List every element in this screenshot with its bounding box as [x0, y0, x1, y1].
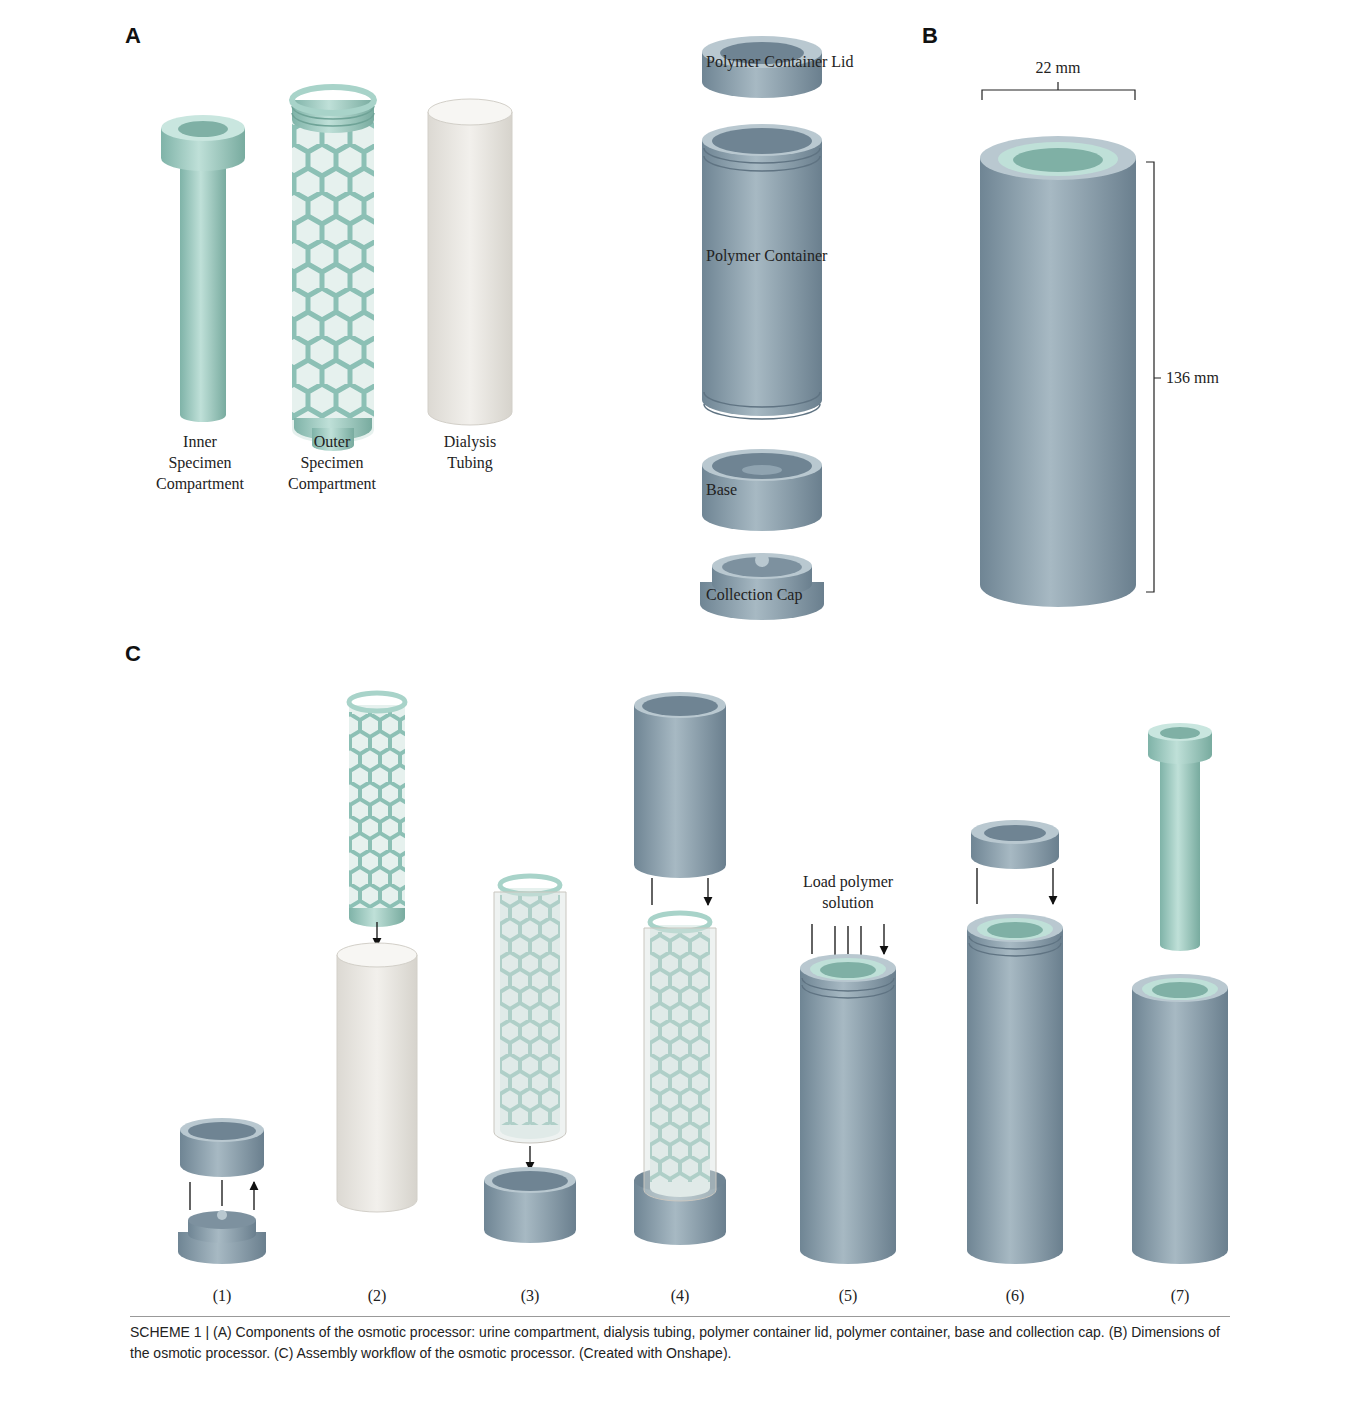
step-number: (6) — [990, 1286, 1040, 1307]
part-name: Collection Cap — [706, 585, 906, 606]
part-name: Dialysis Tubing — [430, 432, 510, 474]
figure-caption: SCHEME 1 | (A) Components of the osmotic… — [130, 1322, 1230, 1364]
step-number: (5) — [823, 1286, 873, 1307]
part-name: Inner Specimen Compartment — [150, 432, 250, 494]
panel-letter: A — [125, 22, 165, 51]
dimension-label: 22 mm — [1008, 58, 1108, 79]
part-name: Polymer Container Lid — [706, 52, 966, 73]
part-name: Outer Specimen Compartment — [282, 432, 382, 494]
step-number: (7) — [1155, 1286, 1205, 1307]
instruction-note: Load polymer solution — [788, 872, 908, 914]
part-name: Base — [706, 480, 906, 501]
dimension-label: 136 mm — [1166, 368, 1266, 389]
panel-letter: C — [125, 640, 165, 669]
part-name: Polymer Container — [706, 246, 966, 267]
step-number: (2) — [352, 1286, 402, 1307]
step-number: (3) — [505, 1286, 555, 1307]
caption-rule — [130, 1316, 1230, 1317]
step-number: (1) — [197, 1286, 247, 1307]
panel-letter: B — [922, 22, 962, 51]
step-number: (4) — [655, 1286, 705, 1307]
